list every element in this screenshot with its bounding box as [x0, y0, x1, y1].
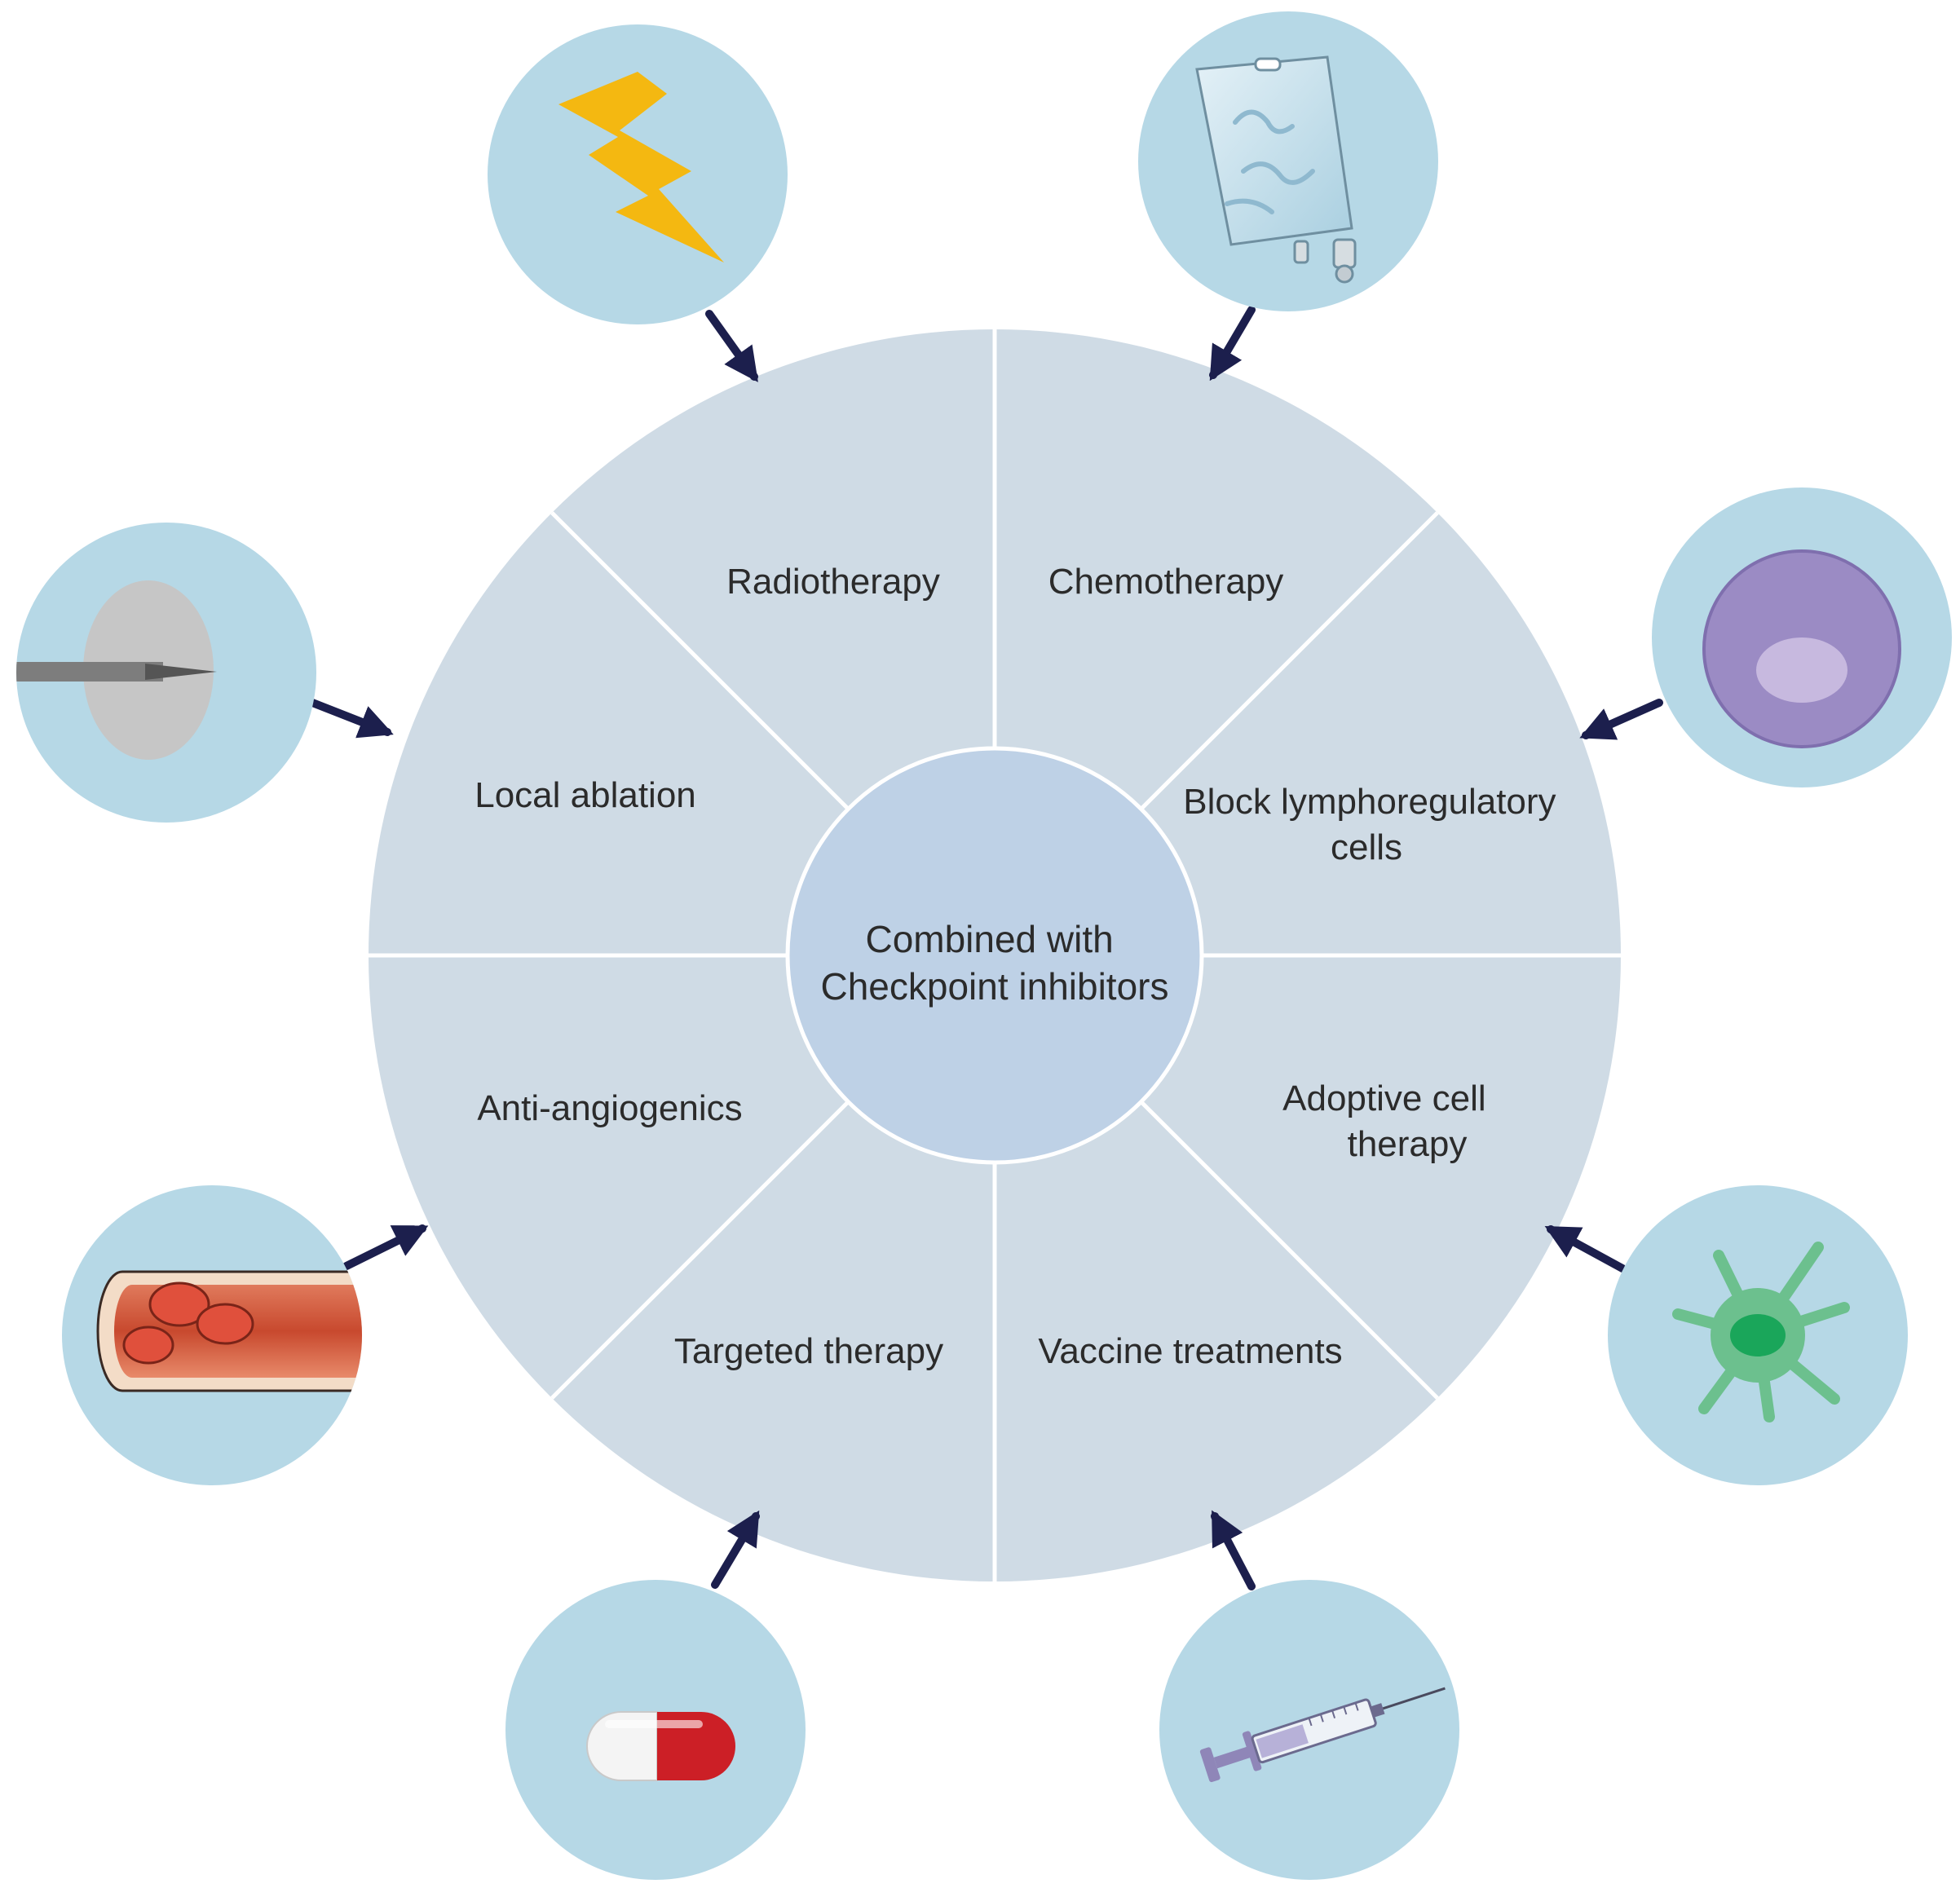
dendritic-cell-nucleus	[1730, 1314, 1786, 1356]
segment-label-line: Targeted therapy	[674, 1331, 943, 1371]
arrow-targeted	[711, 1510, 760, 1589]
purple-cell-icon	[1652, 487, 1952, 787]
syringe-plunger-rod	[1213, 1746, 1251, 1769]
segment-label-line: cells	[1331, 827, 1402, 867]
iv-bag-icon	[1138, 11, 1438, 311]
arrows	[304, 306, 1663, 1590]
capsule-red-half	[657, 1712, 735, 1780]
syringe-fluid	[1256, 1724, 1309, 1758]
segment-label-targeted: Targeted therapy	[674, 1331, 943, 1371]
syringe-icon	[1159, 1580, 1459, 1880]
lightning-bolt-icon	[488, 24, 788, 324]
segment-label-local-ablation: Local ablation	[475, 775, 696, 815]
segment-label-line: Chemotherapy	[1048, 562, 1284, 602]
capsule-highlight	[605, 1720, 703, 1728]
segment-label-line: Local ablation	[475, 775, 696, 815]
divider-bottom-right	[1140, 1101, 1439, 1400]
segment-label-line: therapy	[1348, 1124, 1468, 1164]
lightning-bolt-shape	[558, 72, 724, 262]
capsule-white-half	[586, 1711, 658, 1781]
iv-bag-port-left	[1293, 240, 1309, 264]
segment-label-adoptive-cell: Adoptive cell therapy	[1282, 1079, 1496, 1164]
segment-label-block-lymphoregulatory: Block lymphoregulatory cells	[1183, 782, 1566, 867]
red-blood-cell-1	[148, 1281, 210, 1327]
arrow-vaccine	[1211, 1510, 1256, 1590]
arrow-chemotherapy	[1209, 306, 1256, 382]
divider-top-right	[1140, 511, 1439, 810]
center-label-line-2: Checkpoint inhibitors	[820, 965, 1168, 1008]
segment-label-line: Vaccine treatments	[1038, 1331, 1342, 1371]
arrow-local-ablation	[304, 697, 394, 739]
red-blood-cell-3	[122, 1326, 174, 1365]
arrow-adoptive-cell	[1544, 1225, 1627, 1273]
segment-label-anti-angiogenics: Anti-angiogenics	[477, 1088, 742, 1128]
center-circle	[785, 746, 1204, 1165]
ablation-needle-tip	[145, 664, 217, 680]
syringe-needle	[1382, 1687, 1446, 1710]
blood-vessel-icon	[62, 1185, 362, 1485]
iv-bag-port-cap	[1335, 264, 1354, 284]
center-label: Combined with Checkpoint inhibitors	[820, 918, 1168, 1008]
iv-bag-hanger	[1254, 57, 1282, 72]
iv-bag-liquid-swirls	[1225, 109, 1315, 214]
iv-bag-port-right	[1332, 238, 1357, 269]
dendritic-cell-icon	[1608, 1185, 1908, 1485]
ablation-needle-shaft	[16, 662, 163, 682]
segment-dividers	[369, 329, 1621, 1581]
center-label-line-1: Combined with	[865, 918, 1113, 960]
divider-bottom-left	[550, 1101, 850, 1400]
syringe-hub	[1370, 1703, 1385, 1718]
arrow-anti-angiogenics	[342, 1224, 429, 1270]
ablation-needle-icon	[16, 523, 316, 823]
segment-label-line: Block lymphoregulatory	[1183, 782, 1556, 822]
segment-label-vaccine: Vaccine treatments	[1038, 1331, 1342, 1371]
capsule-icon	[505, 1580, 806, 1880]
iv-bag-body	[1195, 55, 1353, 246]
syringe-graduations	[1308, 1702, 1359, 1727]
red-blood-cell-2	[196, 1303, 254, 1345]
arrow-block-lymphoregulatory	[1579, 699, 1663, 740]
syringe-plunger-end	[1199, 1747, 1221, 1783]
segment-label-line: Radiotherapy	[726, 562, 940, 602]
segment-label-line: Adoptive cell	[1282, 1079, 1485, 1118]
syringe-flange	[1242, 1731, 1262, 1771]
segment-label-radiotherapy: Radiotherapy	[726, 562, 940, 602]
divider-top-left	[550, 511, 850, 810]
syringe-shape	[1199, 1687, 1446, 1783]
segment-label-chemotherapy: Chemotherapy	[1048, 562, 1284, 602]
purple-cell-nucleus	[1756, 637, 1847, 703]
arrow-radiotherapy	[705, 310, 758, 382]
segment-label-line: Anti-angiogenics	[477, 1088, 742, 1128]
